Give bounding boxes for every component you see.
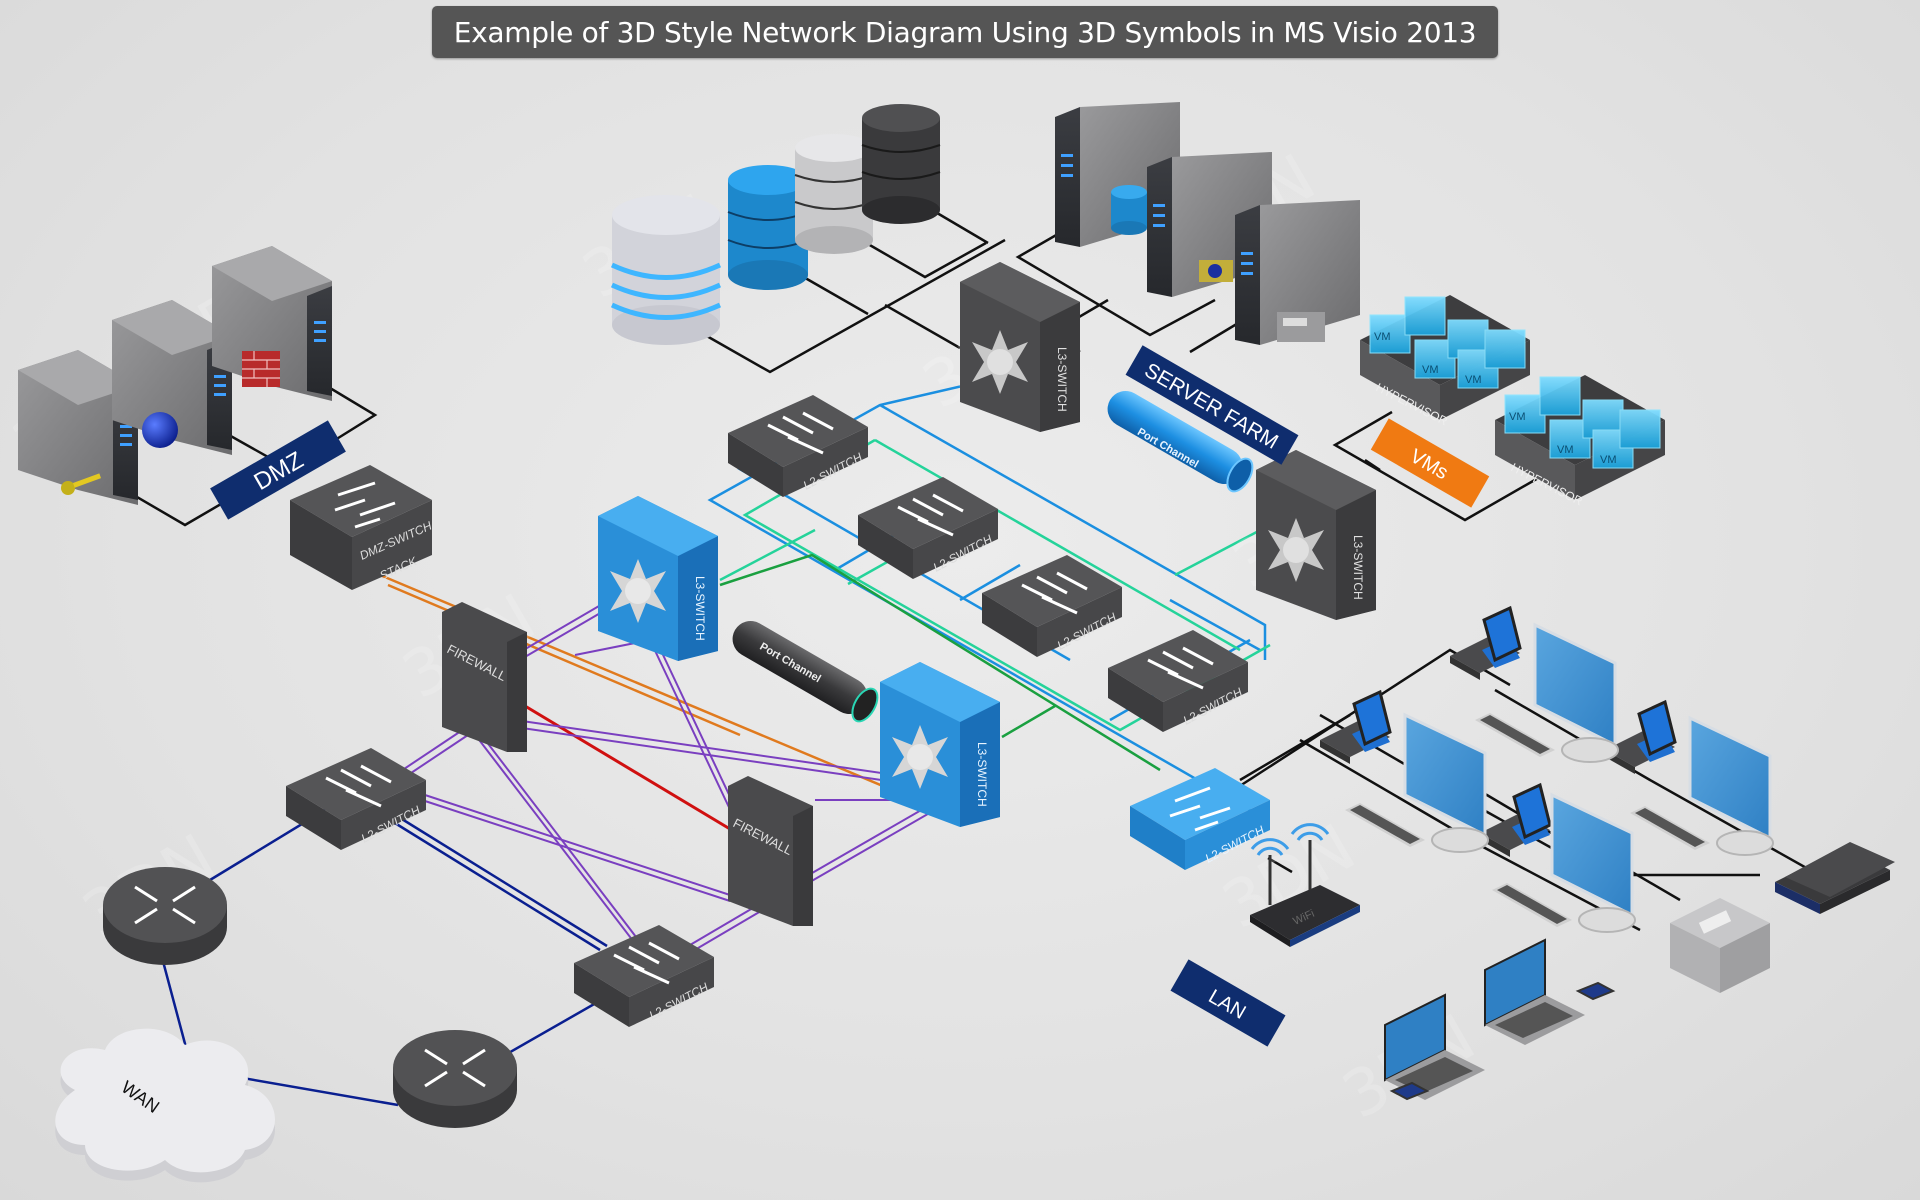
switch-arrows-icon xyxy=(1169,786,1231,832)
vm-label: VM xyxy=(1557,444,1574,456)
switch-arrows-icon xyxy=(767,411,834,455)
vm-label: VM xyxy=(1374,331,1391,343)
farm-server-3[interactable] xyxy=(1235,200,1360,345)
link-firewall-red xyxy=(514,698,736,834)
link-db-to-l3 xyxy=(884,303,961,350)
db-silver[interactable] xyxy=(794,134,874,254)
switch-arrows-icon xyxy=(1021,571,1088,615)
ip-phone-4[interactable] xyxy=(1480,782,1552,857)
keyboard[interactable] xyxy=(1475,713,1555,757)
link-dmz-server-3 xyxy=(324,383,378,442)
vm-label: VM xyxy=(1600,454,1617,466)
dmz-zone: DMZ DMZ-SWITCH STACK xyxy=(18,246,434,590)
diagram-title: Example of 3D Style Network Diagram Usin… xyxy=(453,15,1477,49)
link-farm-servers xyxy=(1015,228,1216,337)
database-group xyxy=(610,104,941,345)
switch-arrows-icon xyxy=(1147,646,1214,690)
l3-switch-farm-1[interactable]: L3-SWITCH xyxy=(960,262,1080,432)
vm-cubes xyxy=(1369,296,1526,389)
scanner[interactable] xyxy=(1775,842,1895,914)
vm-label: VM xyxy=(1422,364,1439,376)
wan-cloud[interactable]: WAN xyxy=(55,1028,275,1183)
link-db-blue xyxy=(799,273,869,316)
core-switch-1[interactable]: L3-SWITCH xyxy=(598,496,718,661)
l3-switch-label: L3-SWITCH xyxy=(975,742,989,807)
dmz-switch[interactable]: DMZ-SWITCH STACK xyxy=(290,465,434,590)
l3-switch-farm-2[interactable]: L3-SWITCH xyxy=(1256,450,1376,620)
link-farm-server-3 xyxy=(1189,320,1241,354)
switch-arrows-icon xyxy=(613,941,680,985)
switch-arrows-icon xyxy=(897,493,964,537)
l3-switch-star-icon xyxy=(892,725,948,789)
router-1[interactable] xyxy=(103,867,227,965)
vm-cubes xyxy=(1504,376,1661,469)
link-hypervisors xyxy=(1332,410,1541,522)
router-arrows-icon xyxy=(134,885,196,925)
firewall-2[interactable]: FIREWALL xyxy=(728,776,813,926)
dmz-server-2[interactable] xyxy=(112,300,232,455)
access-switch-1[interactable]: L2-SWITCH xyxy=(728,395,868,497)
wifi-router[interactable]: WiFi xyxy=(1250,823,1360,947)
core-switch-2[interactable]: L3-SWITCH xyxy=(880,662,1000,827)
vm-label: VM xyxy=(1465,374,1482,386)
ip-phone-1[interactable] xyxy=(1450,605,1522,680)
l3-switch-star-icon xyxy=(610,559,666,623)
access-switch-2[interactable]: L2-SWITCH xyxy=(858,477,998,579)
keyboard[interactable] xyxy=(1492,883,1572,927)
firewall-1[interactable]: FIREWALL xyxy=(442,602,527,752)
link-hypervisor-l3 xyxy=(1364,458,1381,472)
switch-arrows-icon xyxy=(334,481,396,529)
keyboard[interactable] xyxy=(1345,803,1425,847)
lan-switch[interactable]: L2-SWITCH xyxy=(1130,768,1270,870)
db-black[interactable] xyxy=(861,104,941,224)
edge-switch-1[interactable]: L2-SWITCH xyxy=(286,748,426,850)
lan-endpoints xyxy=(1320,605,1774,1101)
router-2[interactable] xyxy=(393,1030,517,1128)
link-core-to-lan xyxy=(719,553,1161,772)
access-switch-4[interactable]: L2-SWITCH xyxy=(1108,630,1248,732)
workstation-1[interactable] xyxy=(1475,622,1619,763)
access-switch-group: L2-SWITCHL2-SWITCHL2-SWITCHL2-SWITCHL2-S… xyxy=(286,395,1248,1027)
l3-switch-label: L3-SWITCH xyxy=(1351,535,1365,600)
db-blue[interactable] xyxy=(727,165,809,290)
server-farm-zone xyxy=(1055,102,1360,345)
dmz-server-1[interactable] xyxy=(18,350,138,505)
switch-arrows-icon xyxy=(325,764,392,808)
key-icon xyxy=(61,473,102,495)
workstation-3[interactable] xyxy=(1630,715,1774,856)
l3-switch-label: L3-SWITCH xyxy=(1055,347,1069,412)
port-channel-core[interactable]: Port Channel xyxy=(726,614,883,725)
vm-label: VM xyxy=(1509,411,1526,423)
l3-switch-star-icon xyxy=(972,330,1028,394)
smartphone-1[interactable] xyxy=(1389,1081,1430,1101)
link-db-black xyxy=(931,208,989,245)
workstation-4[interactable] xyxy=(1492,792,1636,933)
globe-icon xyxy=(142,412,178,448)
db-glass[interactable] xyxy=(610,195,722,345)
database-badge-icon xyxy=(1111,185,1147,235)
l3-switch-label: L3-SWITCH xyxy=(693,576,707,641)
link-db-glass xyxy=(704,238,1006,374)
l3-switch-star-icon xyxy=(1268,518,1324,582)
edge-switch-2[interactable]: L2-SWITCH xyxy=(574,925,714,1027)
link-core-to-access xyxy=(1001,704,1056,739)
workstation-2[interactable] xyxy=(1345,712,1489,853)
printer[interactable] xyxy=(1670,898,1770,993)
web-folder-icon xyxy=(1199,260,1233,282)
smartphone-2[interactable] xyxy=(1575,981,1616,1001)
ip-phone-2[interactable] xyxy=(1320,689,1392,764)
firewall-brick-icon xyxy=(242,351,280,387)
link-db-silver xyxy=(867,241,987,279)
title-banner: Example of 3D Style Network Diagram Usin… xyxy=(432,6,1498,58)
storage-icon xyxy=(1277,312,1325,342)
laptop-2[interactable] xyxy=(1484,938,1585,1045)
keyboard[interactable] xyxy=(1630,806,1710,850)
dmz-server-3[interactable] xyxy=(212,246,332,401)
zone-label-vms: VMs xyxy=(1370,418,1490,508)
wifi-signal-icon xyxy=(1250,823,1330,856)
zone-label-lan: LAN xyxy=(1170,959,1286,1047)
router-arrows-icon xyxy=(424,1048,486,1088)
